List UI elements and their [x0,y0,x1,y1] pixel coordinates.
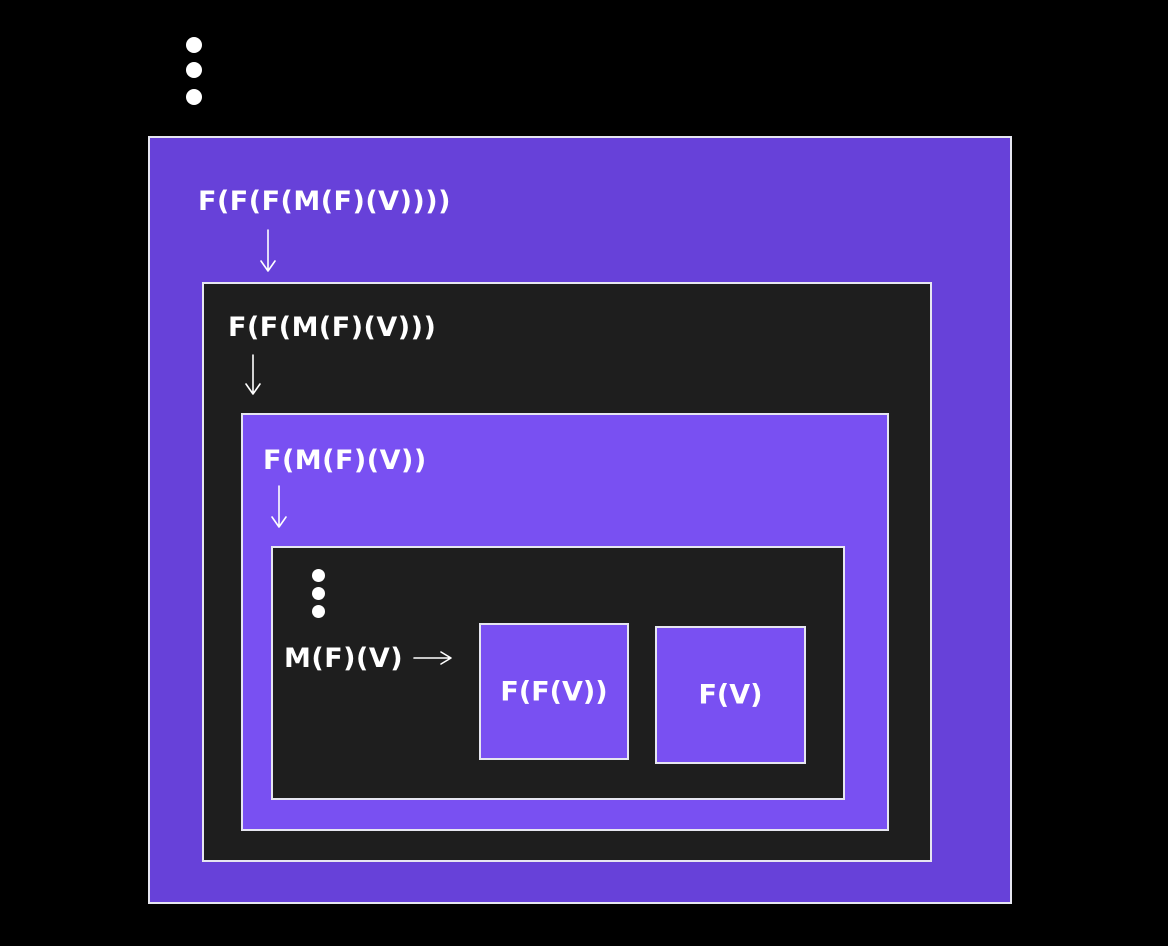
level-4-label: M(F)(V) [284,643,404,674]
level-2-label: F(F(M(F)(V))) [228,312,437,343]
level-3-down-arrow-icon [271,485,287,528]
inner-box-ffv: F(F(V)) [479,623,629,760]
level-1-label: F(F(F(M(F)(V)))) [198,186,451,217]
ellipsis-dot-inner-2 [312,587,325,600]
ellipsis-dot-inner-3 [312,605,325,618]
level-1-down-arrow-icon [260,229,276,272]
ellipsis-dot-inner-1 [312,569,325,582]
level-3-label: F(M(F)(V)) [263,445,427,476]
ellipsis-dot-top-1 [186,37,202,53]
inner-box-fv-label: F(V) [698,679,763,711]
inner-box-ffv-label: F(F(V)) [500,676,608,707]
right-arrow-icon [413,651,452,665]
inner-box-fv: F(V) [655,626,806,764]
ellipsis-dot-top-3 [186,89,202,105]
level-2-down-arrow-icon [245,354,261,395]
ellipsis-dot-top-2 [186,62,202,78]
